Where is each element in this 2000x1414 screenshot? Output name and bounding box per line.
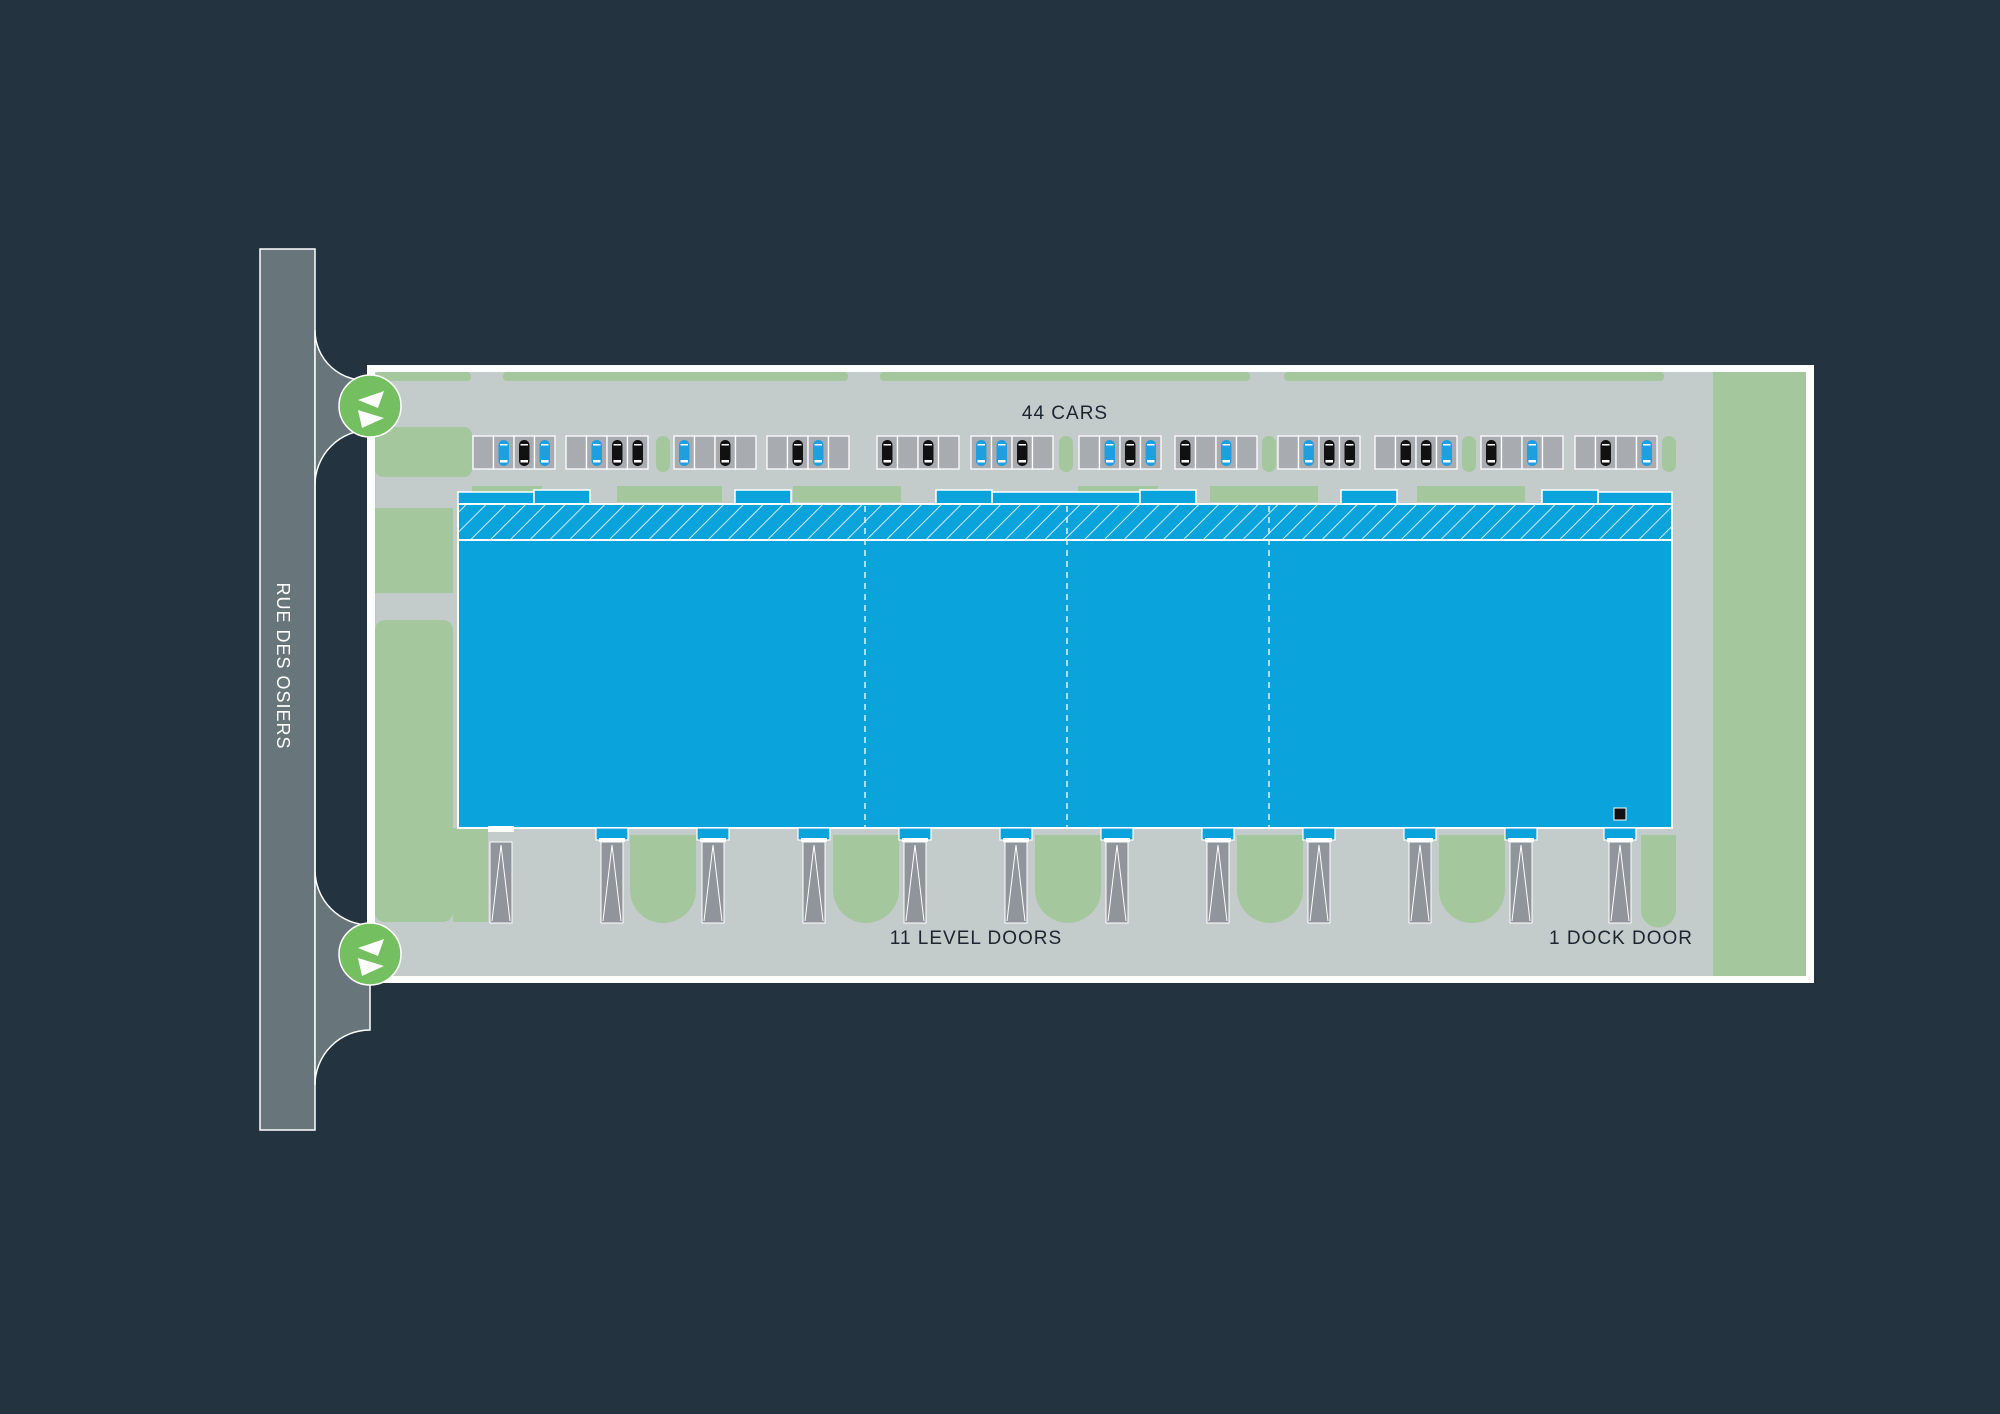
car-icon: [632, 440, 643, 466]
landscape-island: [656, 436, 670, 472]
car-icon: [1600, 440, 1611, 466]
landscape-island: [1662, 436, 1676, 472]
level-doors-label: 11 LEVEL DOORS: [890, 928, 1062, 949]
parking-group: [876, 435, 960, 470]
parking-group: [1574, 435, 1658, 470]
warehouse-floor: [457, 503, 1673, 829]
dock-door: [1603, 827, 1637, 924]
parking-group: [766, 435, 850, 470]
green-areas: [375, 372, 1806, 976]
car-icon: [1104, 440, 1115, 466]
level-door: [595, 827, 629, 924]
car-icon: [1421, 440, 1432, 466]
parking-group: [1277, 435, 1361, 470]
car-icon: [720, 440, 731, 466]
car-icon: [1125, 440, 1136, 466]
level-door: [898, 827, 932, 924]
level-door: [1302, 827, 1336, 924]
car-icon: [1441, 440, 1452, 466]
car-icon: [591, 440, 602, 466]
building: [457, 489, 1673, 829]
parking-group: [1174, 435, 1258, 470]
car-icon: [1017, 440, 1028, 466]
parking-group: [673, 435, 757, 470]
loading-doors: [488, 826, 1637, 924]
level-door: [696, 827, 730, 924]
parking-space: [1235, 435, 1258, 470]
office-mezzanine-band: [457, 503, 1673, 541]
car-icon: [1344, 440, 1355, 466]
level-door: [999, 827, 1033, 924]
parking-space: [693, 435, 716, 470]
parking-capacity-label: 44 CARS: [1022, 403, 1108, 424]
office-entrance: [533, 489, 591, 505]
landscape-island: [1262, 436, 1276, 472]
car-icon: [1303, 440, 1314, 466]
office-entrance: [734, 489, 792, 505]
car-icon: [882, 440, 893, 466]
parking-space: [1574, 435, 1597, 470]
level-door: [488, 826, 514, 924]
office-entrance: [935, 489, 993, 505]
parking-space: [1194, 435, 1217, 470]
car-icon: [1641, 440, 1652, 466]
car-icon: [1486, 440, 1497, 466]
car-icon: [813, 440, 824, 466]
car-icon: [1180, 440, 1191, 466]
landscape-island: [1462, 436, 1476, 472]
parking-space: [1500, 435, 1523, 470]
office-entrance: [1541, 489, 1599, 505]
car-icon: [612, 440, 623, 466]
level-door: [1201, 827, 1235, 924]
parking-group: [1078, 435, 1162, 470]
car-icon: [519, 440, 530, 466]
parking-space: [472, 435, 495, 470]
landscape-island: [1059, 436, 1073, 472]
parking-space: [1541, 435, 1564, 470]
parking-group: [1374, 435, 1458, 470]
parking-space: [565, 435, 588, 470]
car-icon: [923, 440, 934, 466]
parking-space: [827, 435, 850, 470]
parking-group: [565, 435, 649, 470]
dock-marker-icon: [1613, 807, 1627, 821]
office-entrance: [1340, 489, 1398, 505]
level-door: [1403, 827, 1437, 924]
parking-space: [937, 435, 960, 470]
level-door: [1504, 827, 1538, 924]
entrance-icon: [338, 374, 402, 438]
parking-space: [1615, 435, 1638, 470]
parking-space: [766, 435, 789, 470]
level-door: [797, 827, 831, 924]
entrance-icon: [338, 922, 402, 986]
car-icon: [679, 440, 690, 466]
parking-group: [472, 435, 556, 470]
car-icon: [996, 440, 1007, 466]
car-icon: [792, 440, 803, 466]
road-label: RUE DES OSIERS: [273, 582, 293, 749]
parking-space: [1374, 435, 1397, 470]
parking-rows: [472, 435, 1676, 472]
dock-door-label: 1 DOCK DOOR: [1549, 928, 1693, 949]
car-icon: [1145, 440, 1156, 466]
parking-space: [734, 435, 757, 470]
parking-group: [970, 435, 1054, 470]
parking-space: [1031, 435, 1054, 470]
car-icon: [1221, 440, 1232, 466]
car-icon: [976, 440, 987, 466]
car-icon: [498, 440, 509, 466]
level-door: [1100, 827, 1134, 924]
parking-space: [1078, 435, 1101, 470]
office-entrance: [1139, 489, 1197, 505]
car-icon: [1324, 440, 1335, 466]
car-icon: [1527, 440, 1538, 466]
car-icon: [539, 440, 550, 466]
car-icon: [1400, 440, 1411, 466]
parking-space: [896, 435, 919, 470]
parking-space: [1277, 435, 1300, 470]
parking-group: [1480, 435, 1564, 470]
